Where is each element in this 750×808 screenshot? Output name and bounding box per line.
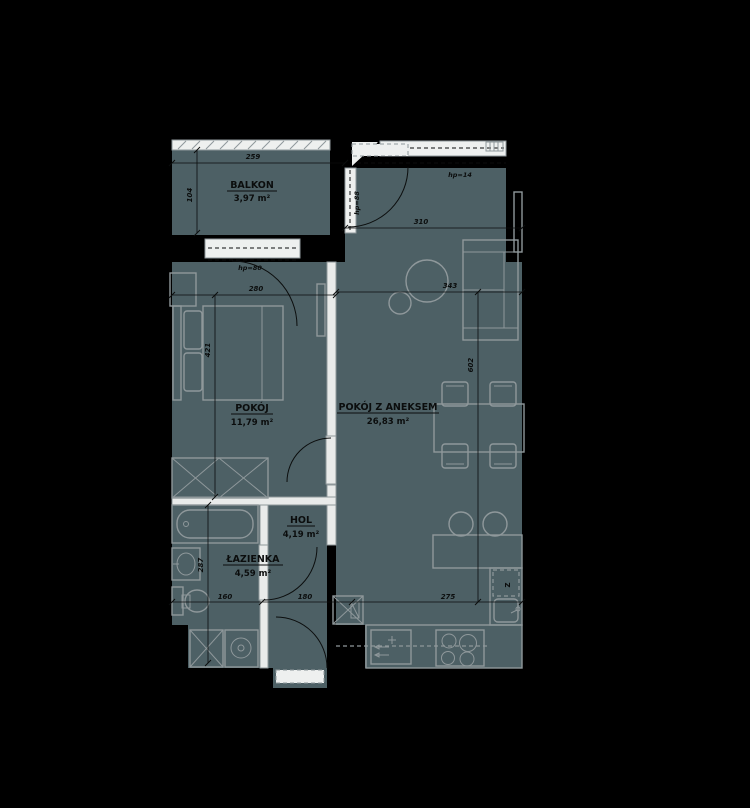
svg-text:4,19 m²: 4,19 m² — [283, 530, 320, 540]
floor-areas — [172, 150, 522, 668]
bar-counter — [432, 534, 523, 569]
bedroom-window-swing — [231, 260, 298, 327]
room-label-pokoj-z-aneksem: POKÓJ Z ANEKSEM 26,83 m² — [337, 401, 439, 427]
partition-bathroom-hall-lower — [259, 599, 269, 669]
dim-sill-bedroom-window: hp=80 — [238, 264, 262, 272]
wall-bottom — [160, 668, 535, 688]
dim-bottom-left: 160 — [218, 593, 233, 601]
wall-right — [522, 138, 535, 688]
dim-bedroom-height: 421 — [204, 343, 212, 358]
toilet — [171, 586, 210, 616]
wardrobe — [171, 457, 269, 499]
living-window — [350, 140, 507, 164]
room-label-balkon: BALKON 3,97 m² — [227, 180, 277, 204]
sofa — [462, 239, 519, 341]
bathroom-furniture — [171, 504, 259, 668]
partition-bedroom-living-upper — [326, 261, 337, 437]
bar-stool — [482, 511, 508, 537]
balcony-railing — [171, 139, 331, 151]
chair — [441, 443, 469, 469]
dim-sill-living-window: hp=14 — [448, 171, 472, 179]
dim-balcony-width: 259 — [246, 153, 261, 161]
bar-stool — [448, 511, 474, 537]
shaft-bathroom — [189, 629, 224, 668]
room-labels: BALKON 3,97 m² POKÓJ 11,79 m² POKÓJ Z AN… — [223, 180, 439, 579]
dim-bedroom-width: 280 — [249, 285, 264, 293]
shaft-kitchen — [332, 595, 364, 625]
svg-text:BALKON: BALKON — [230, 180, 274, 191]
svg-text:11,79 m²: 11,79 m² — [231, 418, 274, 428]
dim-living-height: 602 — [467, 358, 475, 373]
wall-left — [160, 138, 172, 688]
kitchen-bar — [432, 511, 523, 569]
dimension-lines — [168, 146, 526, 667]
side-window — [344, 167, 357, 234]
wall-chunk-bathroom — [160, 625, 188, 668]
svg-text:POKÓJ Z ANEKSEM: POKÓJ Z ANEKSEM — [338, 401, 437, 413]
washing-machine — [224, 629, 259, 668]
partition-walls — [171, 261, 337, 669]
living-floor-main — [336, 262, 522, 668]
svg-text:POKÓJ: POKÓJ — [235, 402, 269, 414]
svg-text:3,97 m²: 3,97 m² — [234, 194, 271, 204]
dim-balcony-depth: 104 — [186, 188, 194, 203]
room-label-lazienka: ŁAZIENKA 4,59 m² — [223, 554, 283, 579]
entrance-door — [273, 616, 328, 688]
chair — [489, 381, 517, 407]
chair — [441, 381, 469, 407]
bedroom-door — [286, 435, 337, 485]
kitchen-cabinet — [370, 629, 412, 665]
radiator-icon — [485, 141, 504, 152]
dim-bottom-right: 275 — [441, 593, 456, 601]
dim-bottom-mid: 180 — [298, 593, 313, 601]
washbasin — [171, 547, 201, 581]
dishwasher — [492, 569, 520, 597]
dim-living-width-top: 310 — [414, 218, 429, 226]
bedroom-window — [204, 238, 301, 261]
living-furniture: Z — [332, 191, 525, 669]
balcony-door — [347, 143, 409, 228]
chair — [489, 443, 517, 469]
dimension-texts: 259 104 hp=80 280 310 hp=14 hp=88 343 42… — [186, 153, 475, 601]
partition-bathroom-hall-upper — [259, 504, 269, 546]
dim-sill-side-window: hp=88 — [353, 191, 361, 215]
svg-text:ŁAZIENKA: ŁAZIENKA — [225, 554, 280, 565]
living-floor-top — [345, 166, 506, 262]
wall-balcony-divider — [330, 148, 345, 262]
room-label-pokoj: POKÓJ 11,79 m² — [231, 402, 274, 428]
bedroom-furniture — [169, 272, 326, 499]
coffee-table-large — [405, 259, 449, 303]
kitchen-bottom-counter — [336, 624, 523, 669]
svg-text:26,83 m²: 26,83 m² — [367, 417, 410, 427]
dining-table — [433, 403, 525, 453]
doors — [231, 143, 409, 688]
svg-text:HOL: HOL — [290, 515, 312, 526]
bedroom-floor — [172, 262, 327, 497]
partition-bedroom-living-lower — [326, 484, 337, 546]
hob — [435, 629, 485, 667]
dishwasher-label: Z — [504, 582, 512, 587]
radiator-bedroom — [316, 283, 326, 337]
balcony-floor — [172, 150, 330, 235]
svg-text:4,59 m²: 4,59 m² — [235, 569, 272, 579]
bed — [172, 305, 284, 401]
bathtub — [171, 504, 259, 544]
dim-bathroom-height: 287 — [197, 558, 205, 573]
wall-right-top-column — [506, 138, 535, 262]
dim-living-width-mid: 343 — [443, 282, 458, 290]
room-label-hol: HOL 4,19 m² — [283, 515, 320, 540]
nightstand — [169, 272, 197, 307]
dining-set — [433, 381, 525, 469]
